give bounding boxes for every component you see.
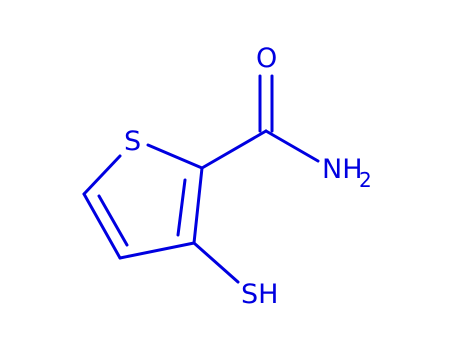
bond-s-c2 xyxy=(146,143,204,170)
carbonyl-oxygen-label: O xyxy=(256,43,277,74)
amide-nitrogen-subscript: 2 xyxy=(359,168,372,192)
bond-c3-c4 xyxy=(118,241,196,260)
bond-c5-s xyxy=(82,154,122,196)
thiol-label: SH xyxy=(241,279,278,310)
ring-sulfur-label: S xyxy=(124,126,141,157)
bond-c2-carbonyl-c xyxy=(200,129,268,170)
bond-c4-c5 xyxy=(82,192,122,260)
bond-c3-sh xyxy=(192,241,240,284)
bond-c2-c3-inner xyxy=(176,178,187,237)
bond-c2-c3 xyxy=(192,166,204,245)
bond-carbonyl-n xyxy=(264,129,320,163)
bond-c4-c5-inner xyxy=(97,194,129,247)
amide-nitrogen-label: NH xyxy=(322,154,363,185)
